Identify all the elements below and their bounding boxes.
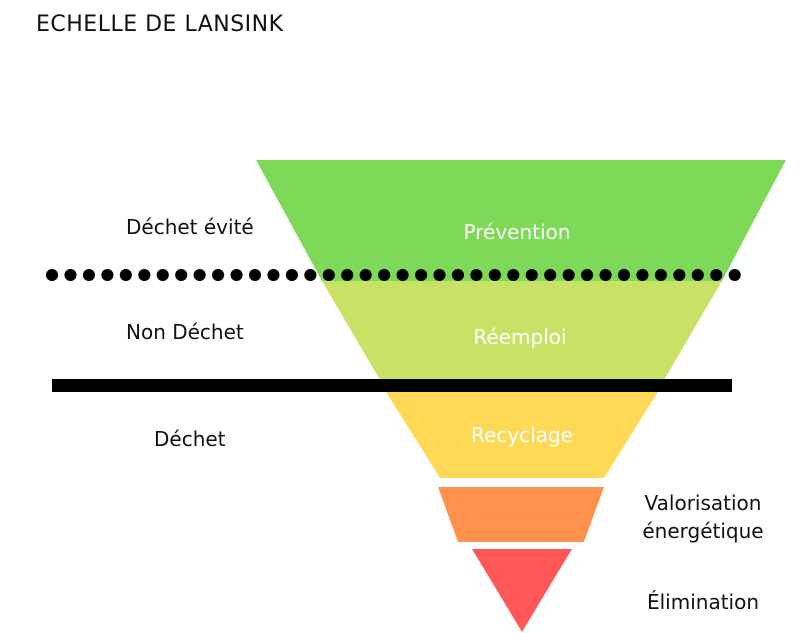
- tier-label-reemploi: Réemploi: [473, 325, 566, 349]
- tier-reemploi: [322, 281, 722, 380]
- tier-label-recyclage: Recyclage: [471, 423, 573, 447]
- label-elimination: Élimination: [646, 590, 760, 614]
- tier-prevention: [256, 160, 786, 281]
- diagram-title: ECHELLE DE LANSINK: [36, 12, 284, 37]
- label-non-dechet: Non Déchet: [126, 320, 244, 344]
- solid-separator: [52, 379, 732, 392]
- label-dechet-evite: Déchet évité: [126, 215, 254, 239]
- label-dechet: Déchet: [154, 427, 226, 451]
- label-valorisation-energetique: Valorisation énergétique: [642, 491, 764, 543]
- tier-recyclage: [386, 392, 658, 478]
- tier-valorisation: [438, 487, 604, 542]
- tier-elimination: [472, 549, 572, 632]
- tier-label-prevention: Prévention: [464, 220, 571, 244]
